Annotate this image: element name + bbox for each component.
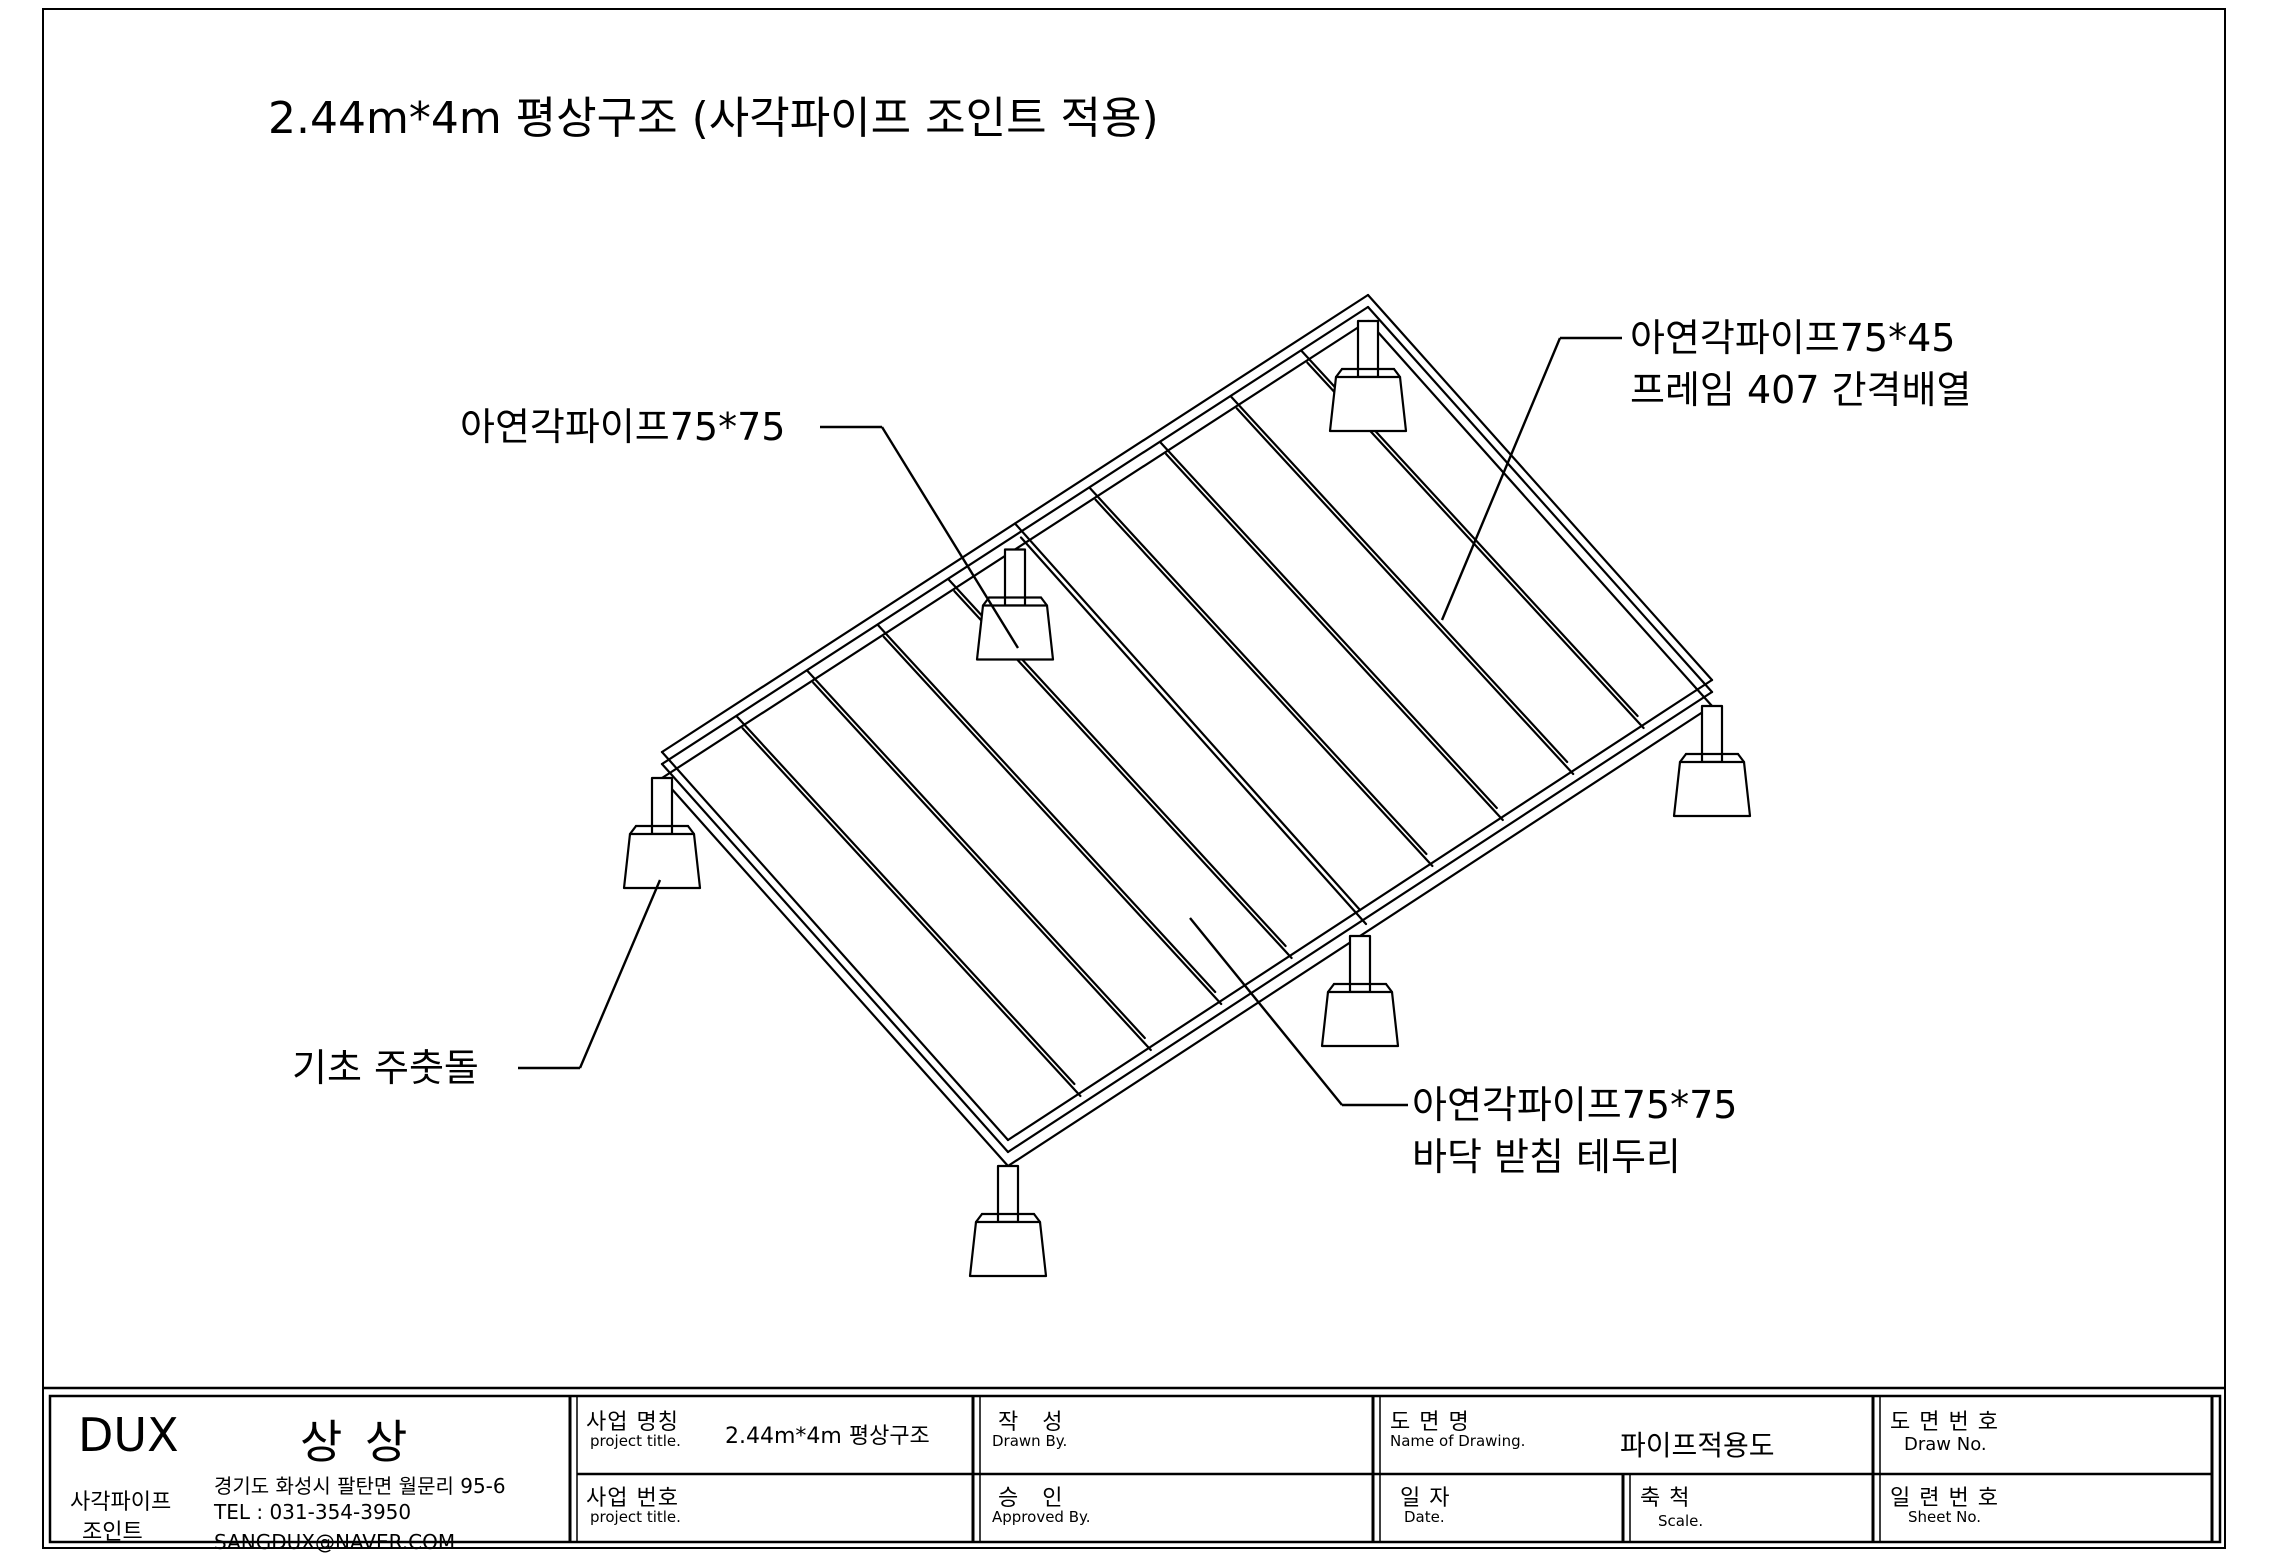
date-label: 일 자 (1400, 1486, 1451, 1511)
footing-top-edge-r-1 (1039, 596, 1049, 607)
leader-top-right-d (1440, 337, 1562, 621)
callout-top-right-1: 아연각파이프75*45 (1630, 316, 1956, 360)
drawn-by-label: 작 성 (998, 1410, 1064, 1435)
footing-top-edge-r-3 (1736, 752, 1746, 764)
sheet-no-label-en: Sheet No. (1908, 1508, 1982, 1526)
front-left-beam-bottom (660, 776, 1010, 1168)
company-brand: DUX (78, 1408, 179, 1462)
approved-by-label: 승 인 (998, 1486, 1064, 1511)
joist-3-bottom (882, 635, 1223, 1006)
drawing-name-label-en: Name of Drawing. (1390, 1432, 1526, 1450)
draw-no-label-en: Draw No. (1904, 1434, 1987, 1455)
front-right-beam-inner (1006, 690, 1714, 1154)
joist-1-top (735, 715, 1076, 1086)
project-title-label-en: project title. (590, 1432, 681, 1450)
project-title-label: 사업 명칭 (586, 1410, 679, 1435)
joist-2-bottom (812, 681, 1152, 1052)
leader-lines (518, 336, 1622, 1107)
joist-6-top (1088, 486, 1428, 856)
scale-label: 축 척 (1640, 1486, 1691, 1511)
drawn-by-label-en: Drawn By. (992, 1432, 1068, 1450)
company-tel: TEL : 031-354-3950 (214, 1500, 412, 1524)
footing-top-edge-0 (628, 824, 638, 836)
mid-beam-top (1013, 522, 1362, 912)
joist-7-bottom (1165, 453, 1504, 822)
joist-7-top (1159, 441, 1498, 810)
company-name: 상 상 (300, 1415, 412, 1469)
callout-top-left: 아연각파이프75*75 (460, 405, 786, 449)
project-no-label-en: project title. (590, 1508, 681, 1526)
footing-stone-0 (622, 832, 702, 890)
footing-top-edge-3 (1678, 752, 1688, 764)
joist-6-bottom (1094, 498, 1434, 868)
company-division-2: 조인트 (82, 1520, 143, 1545)
company-email: SANGDUX@NAVER.COM (214, 1530, 456, 1554)
footing-top-edge-r-2 (1392, 367, 1402, 379)
rear-left-beam-inner (660, 305, 1370, 766)
company-address: 경기도 화성시 팔탄면 월문리 95-6 (214, 1474, 506, 1498)
sheet-no-label: 일 련 번 호 (1890, 1486, 1999, 1511)
date-label-en: Date. (1404, 1508, 1445, 1526)
scale-label-en: Scale. (1658, 1512, 1704, 1530)
project-title-value: 2.44m*4m 평상구조 (725, 1424, 930, 1449)
footing-top-edge-5 (974, 1212, 984, 1224)
footing-top-edge-4 (1326, 982, 1336, 994)
callout-bottom-left: 기초 주춧돌 (292, 1046, 479, 1090)
drawing-name-label: 도 면 명 (1390, 1410, 1470, 1435)
joist-8-top (1229, 395, 1569, 764)
footing-stone-2 (1328, 375, 1408, 433)
footing-stone-4 (1320, 990, 1400, 1048)
footing-stone-3 (1672, 760, 1752, 818)
drawing-title: 2.44m*4m 평상구조 (사각파이프 조인트 적용) (268, 93, 1159, 144)
leader-top-left-d (880, 426, 1020, 649)
leader-bottom-right-d (1189, 917, 1343, 1106)
joist-3-top (876, 623, 1217, 994)
rear-right-beam-bottom (1366, 319, 1714, 708)
leader-bottom-left-d (578, 879, 662, 1069)
footing-top-edge-r-0 (686, 824, 696, 836)
company-division-1: 사각파이프 (70, 1490, 172, 1515)
project-no-label: 사업 번호 (586, 1486, 679, 1511)
front-left-beam-top (660, 750, 1010, 1142)
rear-right-beam-top (1366, 293, 1714, 682)
title-block-lines (42, 1386, 2226, 1544)
rear-right-beam-inner (1366, 305, 1714, 694)
drawing-name-value: 파이프적용도 (1620, 1429, 1775, 1462)
joist-8-bottom (1235, 407, 1575, 776)
callout-bottom-right-2: 바닥 받침 테두리 (1412, 1135, 1681, 1179)
mid-beam-bottom (1019, 536, 1368, 926)
joist-2-top (806, 669, 1146, 1040)
footing-top-edge-2 (1334, 367, 1344, 379)
footing-top-edge-r-5 (1032, 1212, 1042, 1224)
callout-bottom-right-1: 아연각파이프75*75 (1412, 1083, 1738, 1127)
approved-by-label-en: Approved By. (992, 1508, 1091, 1526)
front-left-beam-inner (660, 762, 1010, 1154)
footing-stone-1 (975, 604, 1055, 661)
joist-1-bottom (741, 727, 1082, 1098)
callout-top-right-2: 프레임 407 간격배열 (1630, 368, 1972, 412)
platform-frame (622, 293, 1752, 1278)
draw-no-label: 도 면 번 호 (1890, 1410, 1999, 1435)
footing-top-edge-r-4 (1384, 982, 1394, 994)
footing-stone-5 (968, 1220, 1048, 1278)
